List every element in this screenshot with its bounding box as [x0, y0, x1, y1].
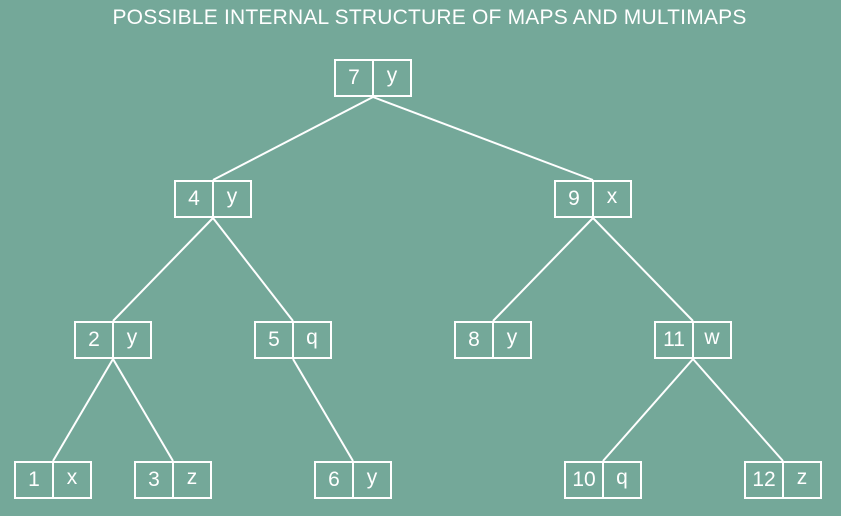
node-value: q	[616, 466, 628, 489]
tree-edge-n7-n4	[212, 96, 374, 181]
diagram-title: POSSIBLE INTERNAL STRUCTURE OF MAPS AND …	[112, 6, 747, 29]
node-value: y	[386, 64, 398, 87]
node-key: 2	[76, 323, 114, 357]
tree-edge-n9-n8	[492, 217, 594, 322]
tree-edge-n7-n9	[372, 96, 594, 181]
node-key: 9	[556, 182, 594, 216]
tree-node-12: 12 z	[744, 461, 822, 499]
tree-edge-n5-n6	[292, 358, 354, 462]
node-key: 11	[656, 323, 694, 357]
node-key: 3	[136, 463, 174, 497]
node-key: 5	[256, 323, 294, 357]
node-key: 7	[336, 61, 374, 95]
node-key: 6	[316, 463, 354, 497]
node-value: z	[186, 466, 198, 489]
node-key: 1	[16, 463, 54, 497]
tree-edge-n2-n3	[112, 358, 174, 462]
node-key: 4	[176, 182, 214, 216]
node-value: y	[506, 326, 518, 349]
node-value: z	[796, 466, 808, 489]
node-value: x	[606, 185, 618, 208]
tree-edge-n11-n12	[692, 358, 784, 462]
node-value: q	[306, 326, 318, 349]
tree-node-11: 11 w	[654, 321, 732, 359]
tree-edge-n4-n5	[212, 217, 294, 322]
tree-edge-n2-n1	[52, 358, 114, 462]
node-key: 12	[746, 463, 784, 497]
tree-edge-n4-n2	[112, 217, 214, 322]
node-value: x	[66, 466, 78, 489]
node-value: w	[704, 326, 720, 349]
node-value: y	[366, 466, 378, 489]
node-value: y	[126, 326, 138, 349]
node-key: 8	[456, 323, 494, 357]
tree-edge-n11-n10	[602, 358, 694, 462]
tree-node-10: 10 q	[564, 461, 642, 499]
node-value: y	[226, 185, 238, 208]
tree-edge-n9-n11	[592, 217, 694, 322]
node-key: 10	[566, 463, 604, 497]
